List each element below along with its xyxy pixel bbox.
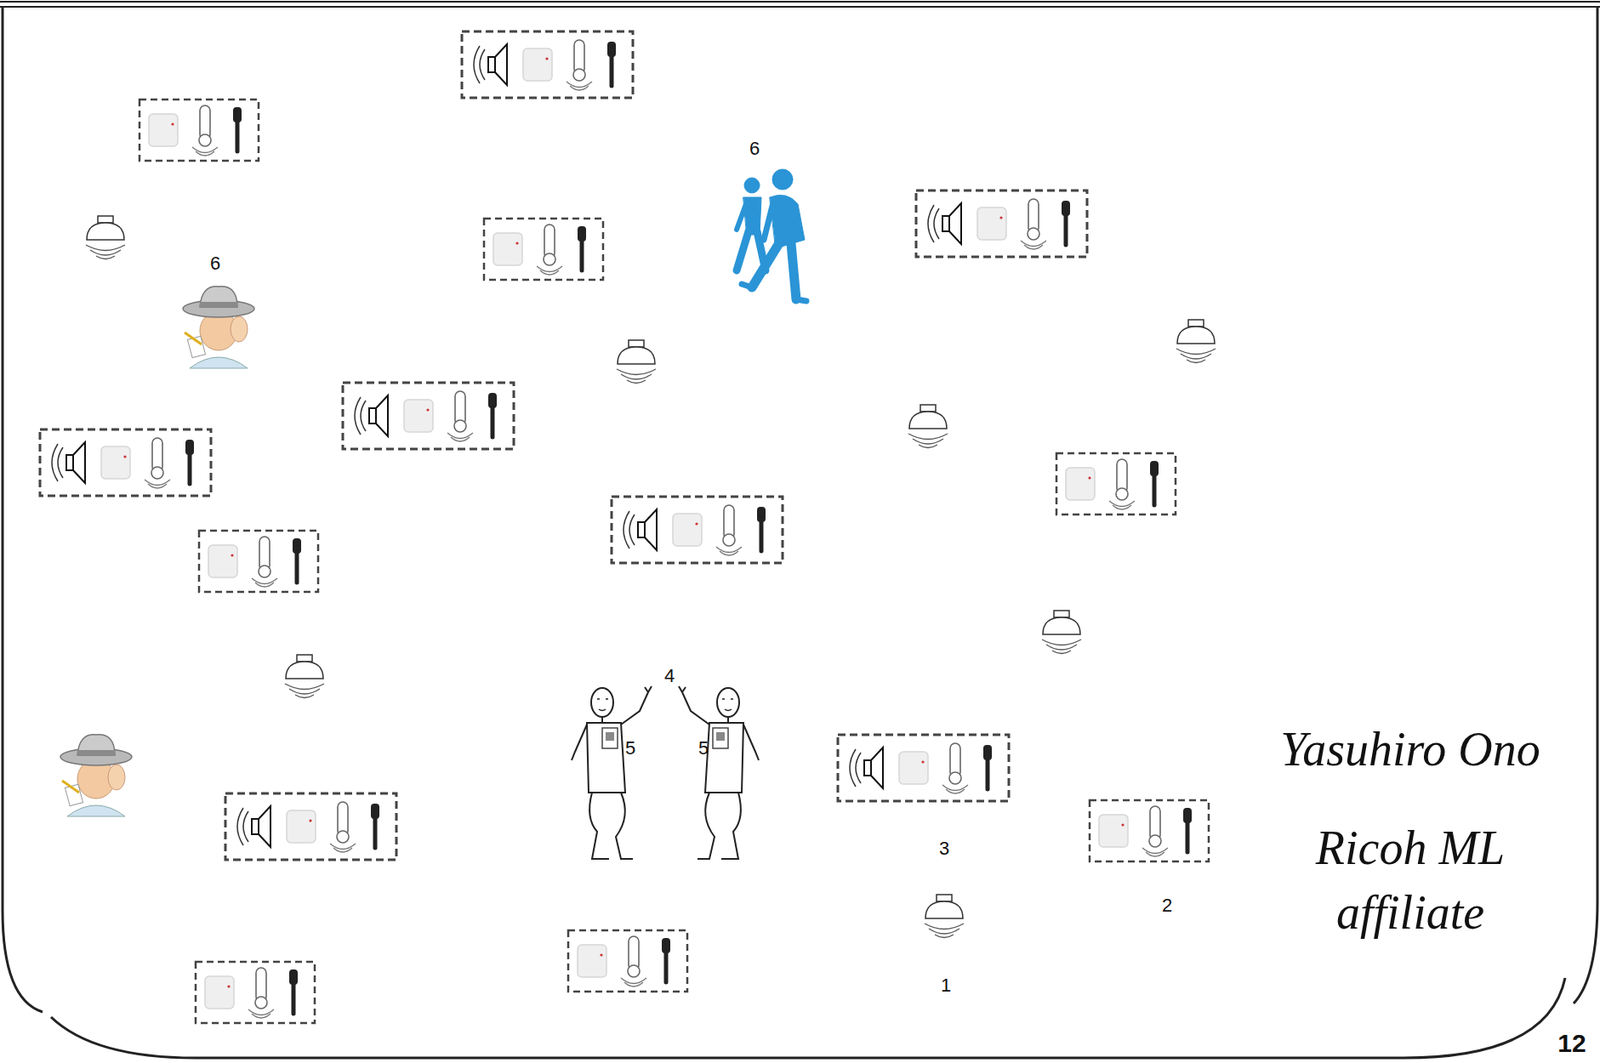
callout-number: 2 [1161,895,1173,917]
callout-number: 6 [749,138,760,160]
sensor-set [225,793,397,860]
frame-border [1573,6,1598,1004]
sensor-set [199,530,319,593]
sensor-set [342,382,514,450]
ceiling-speaker [1176,319,1216,364]
sensor-set [195,962,315,1024]
ceiling-speaker [1041,610,1082,655]
frame-line [0,0,1600,3]
ceiling-speaker [85,216,126,260]
eavesdropper [60,734,132,817]
stick-figure [678,686,759,860]
frame-border [51,978,1566,1059]
sensor-set [39,429,211,496]
sensor-set [1089,800,1209,862]
stick-figure [571,686,652,860]
stick-figure [678,686,759,860]
callout-number: 5 [625,738,636,759]
callout-number: 1 [940,975,951,997]
ceiling-speaker [908,404,948,449]
page-number: 12 [1557,1029,1586,1058]
ceiling-speaker [284,654,325,699]
sensor-set [568,930,688,992]
callout-number: 5 [698,738,709,759]
frame-line [0,5,1600,8]
walking-people [736,169,807,302]
sensor-set [1056,453,1176,515]
sensor-set [483,218,604,280]
sensor-set [916,190,1088,257]
sensor-set [461,31,633,98]
sensor-set [139,99,259,161]
callout-number: 3 [939,838,950,860]
author-affiliation: Ricoh ML affiliate [1274,816,1547,946]
sensor-set [611,496,783,564]
callout-number: 6 [210,253,221,274]
frame-border [2,6,43,1013]
ceiling-speaker [616,340,656,384]
callout-number: 4 [664,666,675,687]
sensor-set [837,734,1009,802]
ceiling-speaker [924,894,964,939]
author-name: Yasuhiro Ono [1280,723,1541,777]
eavesdropper [182,286,255,369]
